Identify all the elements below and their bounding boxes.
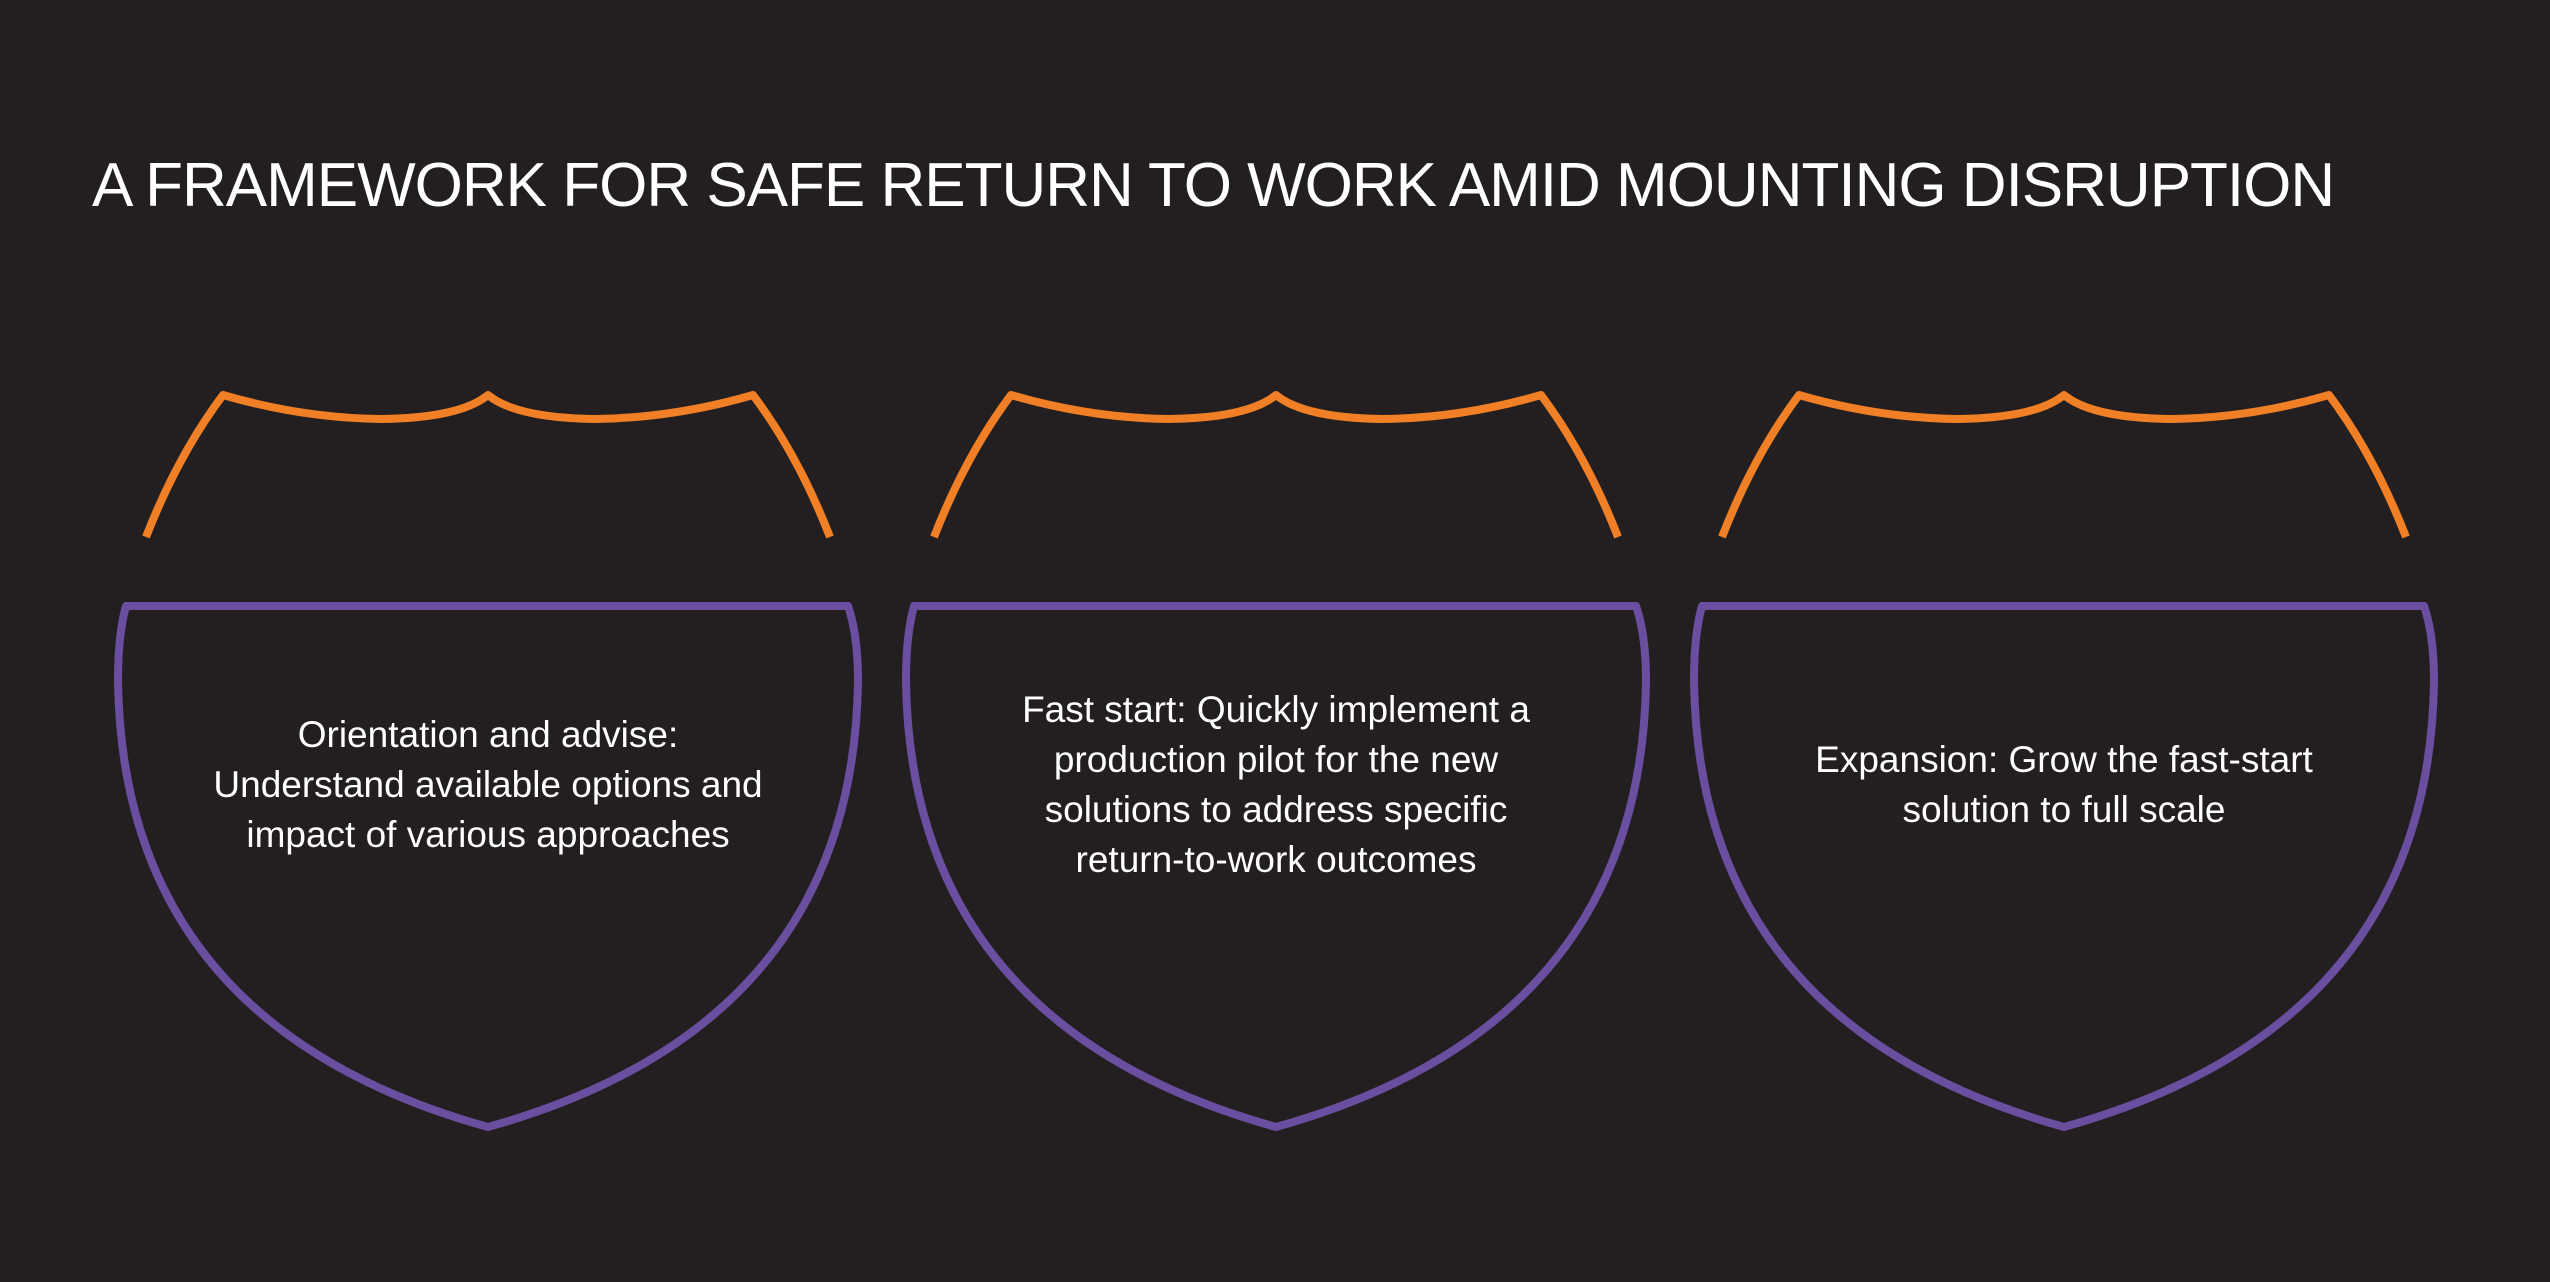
- shield-body: [1690, 602, 2438, 1131]
- shield-cap: [1718, 391, 2410, 539]
- shield-body: [114, 602, 862, 1131]
- step-3-text: Expansion: Grow the fast-start solution …: [1815, 739, 2313, 830]
- shield-step-1: Orientation and advise: Understand avail…: [108, 385, 868, 1135]
- shield-step-3: Expansion: Grow the fast-start solution …: [1684, 385, 2444, 1135]
- page-title: A FRAMEWORK FOR SAFE RETURN TO WORK AMID…: [92, 151, 2335, 220]
- step-1-text: Orientation and advise: Understand avail…: [213, 714, 763, 855]
- shield-cap: [142, 391, 834, 539]
- shield-body: [902, 602, 1650, 1131]
- shield-outline: [902, 391, 1650, 1131]
- shield-step-2: Fast start: Quickly implement a producti…: [896, 385, 1656, 1135]
- shield-outline: [114, 391, 862, 1131]
- shield-outline: [1690, 391, 2438, 1131]
- step-2-text: Fast start: Quickly implement a producti…: [1022, 689, 1530, 880]
- shield-cap: [930, 391, 1622, 539]
